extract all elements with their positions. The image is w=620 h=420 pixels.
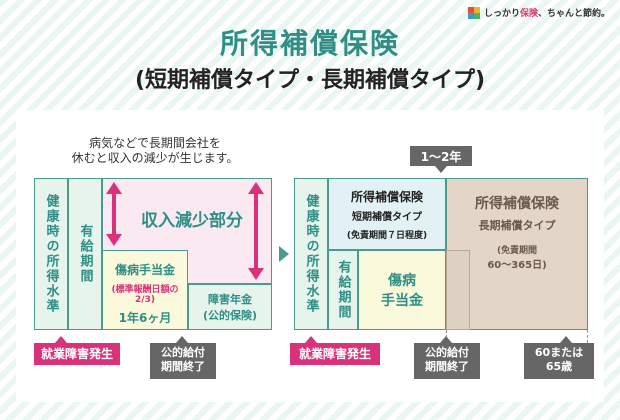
left-note: 病気などで長期間会社を 休むと収入の減少が生じます。	[71, 136, 239, 165]
brand-logo: しっかり保険、ちゃんと節約。	[467, 6, 610, 19]
right-short-term: 所得補償保険 短期補償タイプ (免責期間７日程度)	[328, 178, 446, 250]
right-tag-public-end: 公的給付 期間終了	[414, 343, 480, 379]
tag-pointer	[435, 166, 447, 173]
right-tag-age: 60または 65歳	[524, 343, 594, 379]
tag-pointer	[560, 336, 572, 343]
long-term-lower	[446, 250, 470, 330]
left-disability-pension: 障害年金 (公的保険)	[188, 284, 272, 330]
left-health-income: 健康時の所得水準	[34, 178, 68, 330]
arrow-up-icon	[106, 182, 122, 194]
income-loss-label: 収入減少部分	[141, 211, 243, 231]
tag-pointer	[176, 336, 188, 343]
brand-text: しっかり保険、ちゃんと節約。	[483, 9, 610, 19]
tag-pointer	[305, 336, 317, 343]
right-sickness-benefit: 傷病 手当金	[358, 250, 446, 330]
tag-pointer	[55, 336, 67, 343]
left-tag-public-end: 公的給付 期間終了	[150, 343, 216, 379]
left-sickness-benefit: 傷病手当金 (標準報酬日額の 2/3) 1年6ヶ月	[102, 250, 188, 330]
right-health-income: 健康時の所得水準	[294, 178, 328, 330]
right-long-term: 所得補償保険 長期補償タイプ (免責期間 60～365日)	[446, 178, 588, 330]
arrow-shaft	[254, 194, 258, 268]
page-subtitle: (短期補償タイプ・長期補償タイプ)	[134, 68, 486, 93]
tag-pointer	[440, 336, 452, 343]
brand-logo-icon	[467, 6, 480, 19]
page-title: 所得補償保険	[219, 27, 400, 60]
arrow-down-icon	[248, 268, 264, 280]
arrow-down-icon	[106, 234, 122, 246]
right-tag-disability: 就業障害発生	[290, 343, 380, 365]
arrow-up-icon	[248, 182, 264, 194]
right-top-label: 1～2年	[410, 146, 472, 166]
divider-line	[587, 330, 588, 348]
left-tag-disability: 就業障害発生	[34, 343, 120, 365]
next-arrow-icon	[279, 246, 289, 262]
left-paid-leave: 有給期間	[68, 178, 102, 330]
arrow-shaft	[112, 194, 116, 234]
right-paid-leave: 有給期間	[328, 250, 358, 330]
